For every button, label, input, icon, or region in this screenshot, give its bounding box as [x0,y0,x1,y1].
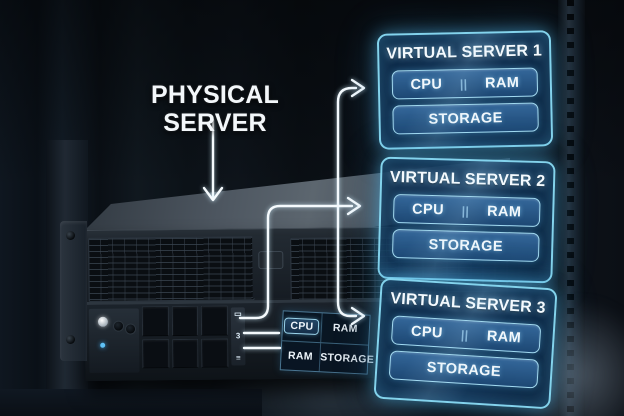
stack-icon: ≡ [235,353,241,363]
rack-mount-ear [60,221,87,361]
status-led [100,342,106,348]
control-panel [88,308,140,373]
divider-bars-icon: || [459,76,468,91]
rack-shelf-bottom [0,389,262,416]
drive-bay [171,338,199,369]
cpu-label: CPU [411,200,445,218]
component-grid-row: CPU RAM [282,311,370,346]
virtual-server-1-rows: CPU || RAM STORAGE [379,60,550,135]
port-icon [124,323,137,335]
component-grid-row: RAM STORAGE [280,340,374,374]
drive-bay [201,305,229,336]
power-button [97,316,109,327]
vent-grille-left [88,236,255,302]
ram-cell: RAM [332,322,359,336]
storage-row: STORAGE [392,102,539,135]
virtual-server-1-box: VIRTUAL SERVER 1 CPU || RAM STORAGE [376,30,554,150]
front-button [258,250,284,270]
rack-rail-holes [567,0,574,416]
indicator-number: 3 [235,331,241,341]
cpu-ram-row: CPU || RAM [392,193,541,228]
storage-row: STORAGE [391,228,540,263]
drive-bay [141,306,169,336]
storage-label: STORAGE [428,236,504,255]
cpu-label: CPU [410,75,443,93]
physical-server-label: PHYSICAL SERVER [118,52,312,138]
cpu-ram-row: CPU || RAM [391,67,539,100]
virtual-server-2-rows: CPU || RAM STORAGE [380,187,553,263]
drive-icon: ▭ [234,309,242,319]
front-center-panel [252,235,291,299]
divider-bars-icon: || [460,327,470,342]
cpu-cell: CPU [282,311,323,342]
indicator-strip: ▭ 3 ≡ [230,307,246,366]
cpu-ram-row: CPU || RAM [390,315,542,354]
drive-bay [171,305,199,336]
cpu-label: CPU [410,323,444,342]
storage-label: STORAGE [426,359,502,380]
drive-bay [201,337,229,368]
drive-bays [141,305,229,369]
storage-cell: STORAGE [319,351,375,366]
virtual-server-3-title: VIRTUAL SERVER 3 [389,290,547,317]
virtual-server-3-box: VIRTUAL SERVER 3 CPU || RAM STORAGE [373,277,558,410]
ram-label: RAM [486,327,522,346]
storage-row: STORAGE [388,350,540,389]
divider-bars-icon: || [461,203,470,218]
port-icon [112,320,125,332]
virtual-server-2-box: VIRTUAL SERVER 2 CPU || RAM STORAGE [377,156,556,284]
screw-hole [66,335,75,344]
drive-bay [142,338,170,369]
virtual-server-1-title: VIRTUAL SERVER 1 [386,42,543,63]
physical-server-label-text: PHYSICAL SERVER [150,80,279,138]
ram-cell: RAM [280,340,321,372]
ram-label: RAM [484,74,520,92]
ram-label: RAM [486,203,522,221]
virtual-server-3-rows: CPU || RAM STORAGE [377,308,554,390]
cpu-chip: CPU [283,317,320,336]
physical-component-grid: CPU RAM RAM STORAGE [279,310,374,375]
virtual-server-2-title: VIRTUAL SERVER 2 [389,168,546,191]
storage-label: STORAGE [428,109,503,128]
screw-hole [66,231,75,240]
